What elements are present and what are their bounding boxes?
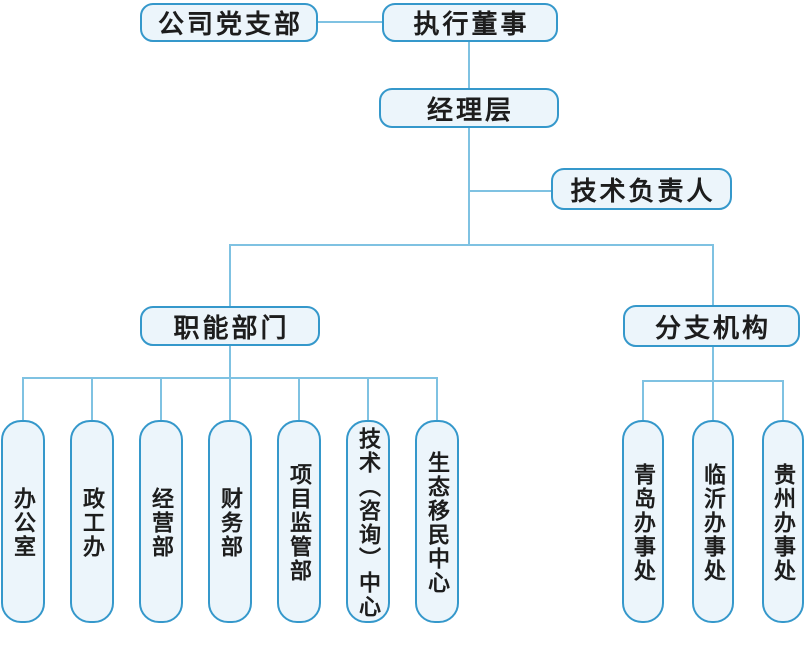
connector-to-technical-lead — [469, 190, 552, 192]
connector-drop-technical-consulting — [367, 377, 369, 420]
connector-drop-linyi — [712, 380, 714, 420]
node-functional-departments: 职能部门 — [140, 306, 320, 346]
node-ecological-migration-center: 生态移民中心 — [415, 420, 459, 623]
node-office: 办公室 — [1, 420, 45, 623]
connector-management-down — [468, 127, 470, 246]
node-operations-dept: 经营部 — [139, 420, 183, 623]
connector-to-branches — [712, 244, 714, 306]
connector-drop-operations — [160, 377, 162, 420]
connector-drop-qingdao — [642, 380, 644, 420]
node-executive-director: 执行董事 — [382, 3, 558, 42]
node-political-work-office: 政工办 — [70, 420, 114, 623]
node-management-level: 经理层 — [379, 88, 559, 128]
node-qingdao-office: 青岛办事处 — [622, 420, 664, 623]
connector-drop-ecological-migration — [436, 377, 438, 420]
node-project-supervision-dept: 项目监管部 — [277, 420, 321, 623]
connector-drop-political-work — [91, 377, 93, 420]
connector-exec-to-management — [468, 42, 470, 88]
node-technical-consulting-center: 技术（咨询）中心 — [346, 420, 390, 623]
connector-drop-project-supervision — [298, 377, 300, 420]
connector-drop-finance — [229, 377, 231, 420]
connector-drop-office — [22, 377, 24, 420]
node-branch-offices: 分支机构 — [623, 305, 800, 347]
node-party-branch: 公司党支部 — [140, 3, 318, 42]
node-guizhou-office: 贵州办事处 — [762, 420, 804, 623]
node-finance-dept: 财务部 — [208, 420, 252, 623]
connector-to-functional — [229, 244, 231, 308]
node-linyi-office: 临沂办事处 — [692, 420, 734, 623]
connector-party-to-exec — [318, 21, 382, 23]
node-technical-lead: 技术负责人 — [551, 168, 732, 210]
connector-branches-down — [712, 346, 714, 382]
connector-functional-down — [229, 346, 231, 379]
connector-drop-guizhou — [782, 380, 784, 420]
connector-main-split — [229, 244, 714, 246]
